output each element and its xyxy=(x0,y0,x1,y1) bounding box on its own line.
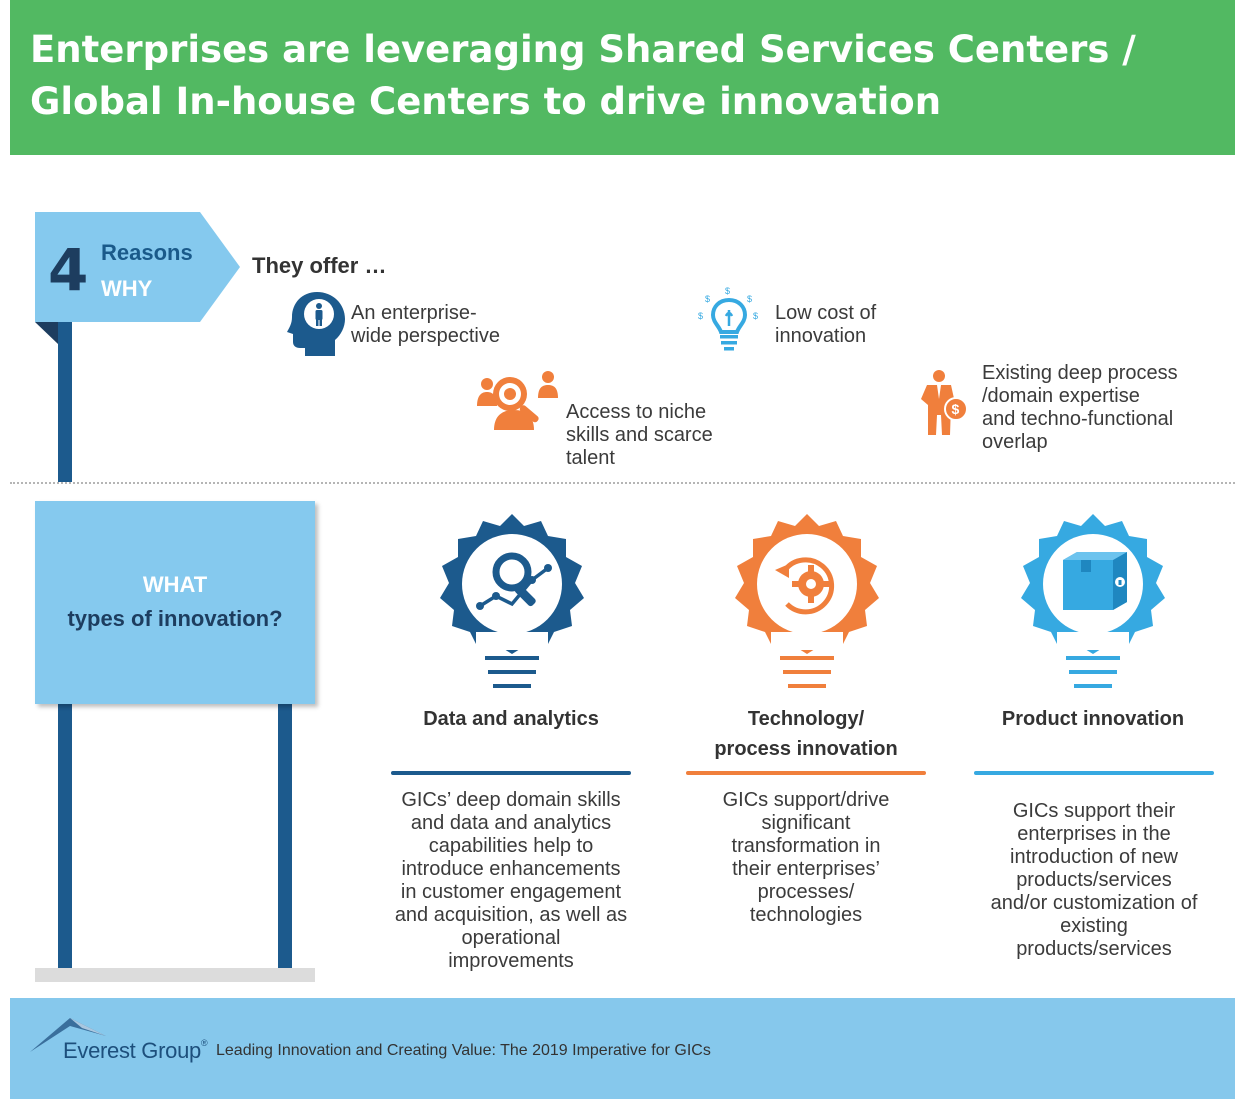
svg-text:$: $ xyxy=(698,311,703,321)
footer-source-text: Leading Innovation and Creating Value: T… xyxy=(216,1042,711,1059)
desc-line: existing xyxy=(1060,915,1128,937)
registered-mark: ® xyxy=(200,1038,208,1048)
signpost-upper-pole xyxy=(58,322,72,482)
process-gear-bulb-icon xyxy=(735,514,879,688)
reason-line: Access to niche xyxy=(566,401,707,423)
page-title-line2: Global In-house Centers to drive innovat… xyxy=(30,80,942,123)
type-title-data-analytics: Data and analytics xyxy=(381,704,641,734)
desc-line: processes/ xyxy=(757,881,855,903)
desc-line: transformation in xyxy=(731,835,881,857)
type-title-line: process innovation xyxy=(714,738,898,760)
what-types-label: types of innovation? xyxy=(67,606,283,631)
everest-mountain-logo-icon xyxy=(30,1018,106,1052)
everest-group-logo: Everest Group® xyxy=(63,1038,208,1064)
reason-line: /domain expertise xyxy=(982,385,1140,407)
svg-text:$: $ xyxy=(952,401,960,417)
desc-line: significant xyxy=(761,812,851,834)
type-title-technology-process: Technology/ process innovation xyxy=(676,704,936,764)
type-rule-data-analytics xyxy=(391,771,631,775)
type-desc-product-innovation: GICs support their enterprises in the in… xyxy=(954,800,1234,961)
desc-line: GICs support their xyxy=(1012,800,1176,822)
type-desc-technology-process: GICs support/drive significant transform… xyxy=(666,789,946,927)
desc-line: GICs’ deep domain skills xyxy=(401,789,621,811)
product-box-bulb-icon xyxy=(1021,514,1165,688)
desc-line: capabilities help to xyxy=(428,835,594,857)
desc-line: improvements xyxy=(448,950,574,972)
reason-line: overlap xyxy=(982,431,1048,453)
desc-line: GICs support/drive xyxy=(722,789,890,811)
type-rule-product-innovation xyxy=(974,771,1214,775)
footer-banner xyxy=(10,998,1235,1099)
reason-line: wide perspective xyxy=(351,325,500,347)
what-label: WHAT xyxy=(142,572,208,597)
they-offer-heading: They offer … xyxy=(252,253,387,278)
businessman-dollar-icon: $ xyxy=(921,370,968,435)
desc-line: in customer engagement xyxy=(400,881,622,903)
signpost-left-pole xyxy=(58,704,72,968)
reason-low-cost: Low cost of innovation xyxy=(775,302,876,348)
section-divider xyxy=(10,482,1235,484)
svg-text:$: $ xyxy=(705,294,710,304)
type-title-line: Technology/ xyxy=(747,708,865,730)
reason-line: innovation xyxy=(775,325,867,347)
desc-line: introduce enhancements xyxy=(401,858,621,880)
sign-fold-shadow xyxy=(35,322,58,344)
signpost-right-pole xyxy=(278,704,292,968)
reason-line: Existing deep process xyxy=(982,362,1178,384)
lightbulb-dollar-icon: $ $ $ $ $ xyxy=(698,286,758,351)
reason-deep-expertise: Existing deep process /domain expertise … xyxy=(982,362,1178,454)
desc-line: products/services xyxy=(1016,938,1172,960)
svg-text:$: $ xyxy=(725,286,730,296)
reason-niche-skills: Access to niche skills and scarce talent xyxy=(566,401,713,470)
signpost-ground xyxy=(35,968,315,982)
analytics-bulb-icon xyxy=(440,514,584,688)
why-label: WHY xyxy=(101,276,153,301)
reason-line: talent xyxy=(566,447,615,469)
desc-line: technologies xyxy=(749,904,863,926)
page-title-line1: Enterprises are leveraging Shared Servic… xyxy=(30,28,1136,71)
type-title-line: Data and analytics xyxy=(423,708,599,730)
desc-line: and/or customization of xyxy=(990,892,1198,914)
reasons-label: Reasons xyxy=(101,240,193,265)
type-rule-technology-process xyxy=(686,771,926,775)
desc-line: products/services xyxy=(1016,869,1172,891)
type-desc-data-analytics: GICs’ deep domain skills and data and an… xyxy=(371,789,651,973)
desc-line: operational xyxy=(461,927,561,949)
head-person-icon xyxy=(287,292,345,356)
reason-line: skills and scarce xyxy=(566,424,713,446)
talent-search-icon xyxy=(477,371,558,430)
svg-text:$: $ xyxy=(753,311,758,321)
desc-line: enterprises in the xyxy=(1017,823,1171,845)
reason-line: Low cost of xyxy=(775,302,877,324)
type-title-line: Product innovation xyxy=(1001,708,1185,730)
desc-line: introduction of new xyxy=(1010,846,1178,868)
brand-name: Everest Group xyxy=(63,1038,201,1063)
page-title: Enterprises are leveraging Shared Servic… xyxy=(30,24,1210,128)
header-banner xyxy=(10,0,1235,155)
desc-line: and data and analytics xyxy=(410,812,612,834)
reasons-sign xyxy=(35,212,240,322)
type-title-product-innovation: Product innovation xyxy=(963,704,1223,734)
svg-text:$: $ xyxy=(747,294,752,304)
desc-line: and acquisition, as well as xyxy=(394,904,628,926)
what-sign xyxy=(35,501,315,704)
reason-line: An enterprise- xyxy=(351,302,477,324)
desc-line: their enterprises’ xyxy=(732,858,880,880)
reason-enterprise-wide: An enterprise- wide perspective xyxy=(351,302,500,348)
reason-line: and techno-functional xyxy=(982,408,1174,430)
reasons-number: 4 xyxy=(48,236,89,304)
